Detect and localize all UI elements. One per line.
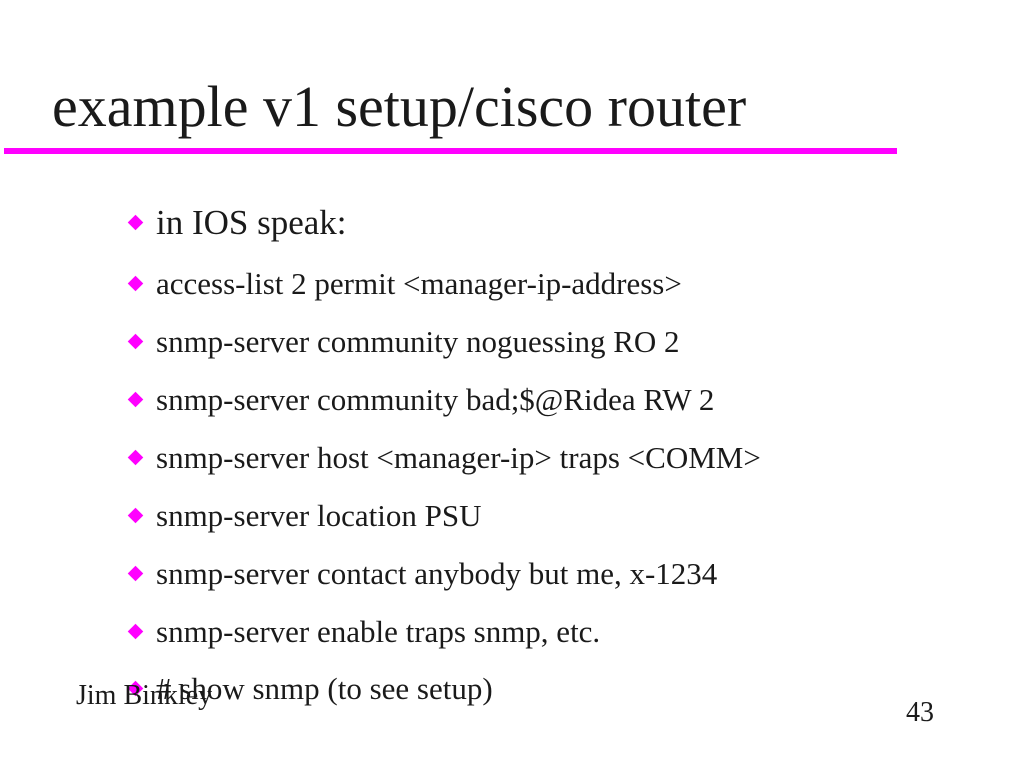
bullet-text: snmp-server enable traps snmp, etc. bbox=[156, 614, 601, 649]
bullet-item: snmp-server enable traps snmp, etc. bbox=[126, 616, 600, 647]
diamond-bullet-icon bbox=[127, 623, 144, 640]
diamond-bullet-icon bbox=[127, 275, 144, 292]
bullet-text: snmp-server host <manager-ip> traps <COM… bbox=[156, 440, 761, 475]
bullet-text: # show snmp (to see setup) bbox=[156, 671, 493, 706]
footer-author: Jim Binkley bbox=[76, 680, 213, 711]
bullet-text: snmp-server community noguessing RO 2 bbox=[156, 324, 680, 359]
bullet-item: in IOS speak: bbox=[126, 205, 347, 240]
diamond-bullet-icon bbox=[127, 565, 144, 582]
title-underline bbox=[4, 148, 897, 154]
bullet-item: access-list 2 permit <manager-ip-address… bbox=[126, 268, 682, 299]
bullet-item: snmp-server community bad;$@Ridea RW 2 bbox=[126, 384, 714, 415]
bullet-text: snmp-server community bad;$@Ridea RW 2 bbox=[156, 382, 715, 417]
bullet-item: snmp-server host <manager-ip> traps <COM… bbox=[126, 442, 761, 473]
bullet-item: snmp-server community noguessing RO 2 bbox=[126, 326, 680, 357]
bullet-text: in IOS speak: bbox=[156, 203, 347, 242]
diamond-bullet-icon bbox=[127, 333, 144, 350]
bullet-item: # show snmp (to see setup) bbox=[126, 673, 493, 704]
bullet-text: access-list 2 permit <manager-ip-address… bbox=[156, 266, 682, 301]
bullet-text: snmp-server location PSU bbox=[156, 498, 482, 533]
slide-page-number: 43 bbox=[906, 697, 934, 728]
slide-title: example v1 setup/cisco router bbox=[52, 74, 747, 139]
diamond-bullet-icon bbox=[127, 214, 144, 231]
bullet-item: snmp-server contact anybody but me, x-12… bbox=[126, 558, 717, 589]
bullet-text: snmp-server contact anybody but me, x-12… bbox=[156, 556, 718, 591]
diamond-bullet-icon bbox=[127, 449, 144, 466]
diamond-bullet-icon bbox=[127, 391, 144, 408]
bullet-item: snmp-server location PSU bbox=[126, 500, 481, 531]
diamond-bullet-icon bbox=[127, 507, 144, 524]
